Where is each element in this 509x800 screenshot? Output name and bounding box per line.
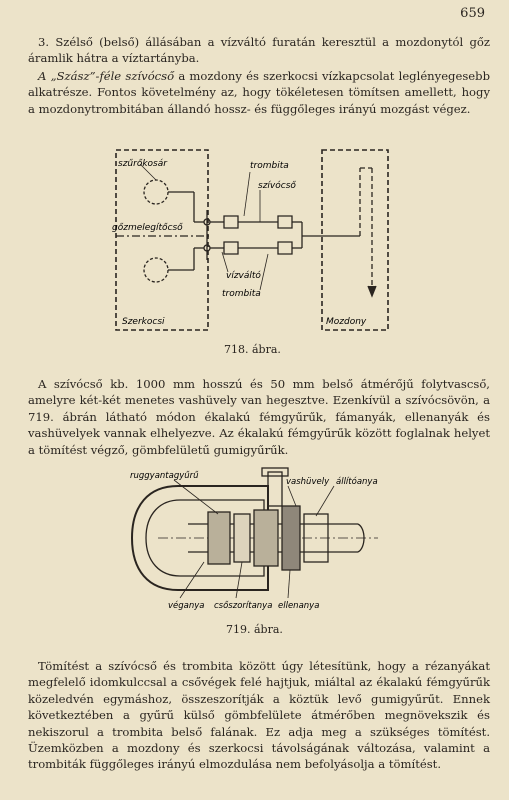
- label-vizvalto: vízváltó: [226, 270, 261, 281]
- paragraph-3-text: A szívócső kb. 1000 mm hosszú és 50 mm b…: [28, 377, 490, 457]
- page-number: 659: [460, 6, 485, 21]
- label-gumigyuru: ruggyantagyűrű: [130, 471, 199, 481]
- label-vashuvely: vashüvely: [286, 477, 330, 487]
- label-szivocso: szívócső: [258, 180, 296, 191]
- label-mozdony: Mozdony: [326, 317, 367, 327]
- figure-718-caption: 718. ábra.: [224, 343, 281, 356]
- figure-718-diagram: szűrőkosár trombita szívócső gőzmelegítő…: [112, 149, 389, 331]
- label-ellenanya: ellenanya: [278, 601, 319, 611]
- label-trombita-top: trombita: [250, 161, 289, 171]
- label-szurokosar: szűrőkosár: [118, 159, 168, 169]
- label-trombita-bottom: trombita: [222, 289, 261, 299]
- label-allitoanya: állítóanya: [336, 476, 378, 487]
- label-szerkocsi: Szerkocsi: [122, 317, 165, 327]
- paragraph-4: Tömítést a szívócső és trombita között ú…: [28, 658, 490, 773]
- paragraph-1: 3. Szélső (belső) állásában a vízváltó f…: [28, 34, 490, 67]
- paragraph-4-text: Tömítést a szívócső és trombita között ú…: [28, 659, 490, 772]
- paragraph-2: A „Szász”-féle szívócső a mozdony és sze…: [28, 68, 490, 117]
- paragraph-2-text: a mozdony és szerkocsi vízkapcsolat legl…: [28, 69, 490, 116]
- paragraph-3: A szívócső kb. 1000 mm hosszú és 50 mm b…: [28, 376, 490, 458]
- paragraph-1-text: 3. Szélső (belső) állásában a vízváltó f…: [28, 35, 490, 66]
- paragraph-2-emphasis: A „Szász”-féle szívócső: [38, 69, 175, 83]
- figure-719-caption: 719. ábra.: [226, 623, 283, 636]
- figure-719-diagram: ruggyantagyűrű vashüvely állítóanya véga…: [130, 467, 378, 611]
- label-veganya: véganya: [168, 600, 205, 611]
- label-csoszoranya: csőszorítanya: [214, 601, 272, 611]
- label-gozmelegito: gőzmelegítőcső: [112, 223, 183, 233]
